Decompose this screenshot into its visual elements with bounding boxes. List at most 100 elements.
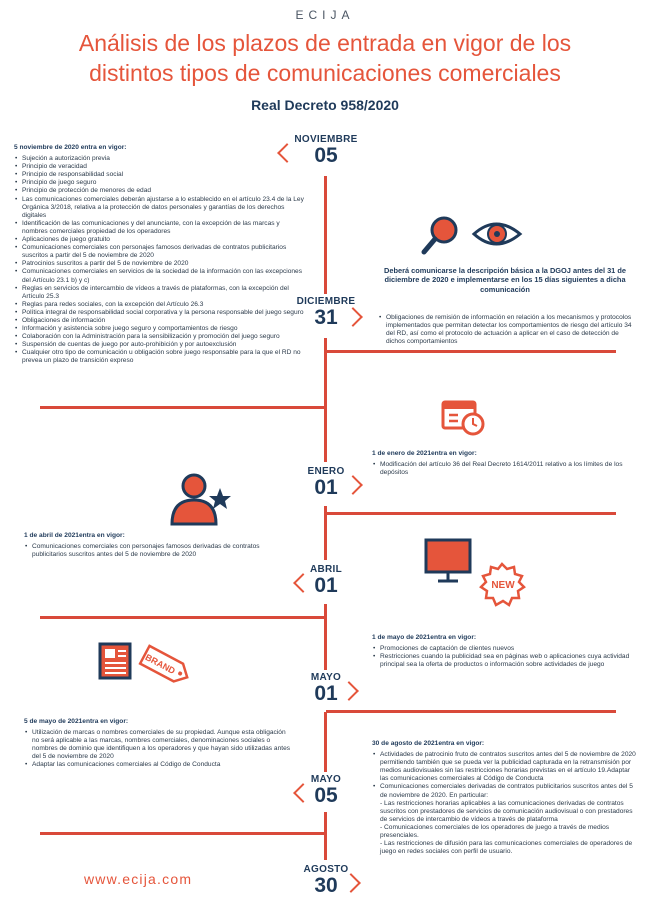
block-heading: 1 de abril de 2021entra en vigor: bbox=[24, 532, 125, 539]
sub-item: - Las restricciones horarias aplicables … bbox=[380, 799, 633, 823]
list-item: Comunicaciones comerciales derivadas de … bbox=[372, 783, 638, 799]
list-item: Actividades de patrocinio fruto de contr… bbox=[372, 751, 638, 783]
person-star-icon bbox=[170, 473, 231, 526]
brand-tag-icon: BRAND bbox=[138, 644, 189, 683]
timeline-branch bbox=[326, 512, 616, 515]
date-day: 31 bbox=[314, 306, 338, 329]
list-item: Restricciones cuando la publicidad sea e… bbox=[372, 653, 638, 669]
date-day: 05 bbox=[314, 784, 338, 807]
page-title: Análisis de los plazos de entrada en vig… bbox=[10, 28, 640, 88]
date-marker-may01: MAYO 01 bbox=[276, 672, 376, 705]
date-day: 01 bbox=[314, 682, 338, 705]
block-list: Comunicaciones comerciales con personaje… bbox=[24, 543, 290, 559]
date-month: ABRIL bbox=[309, 564, 343, 575]
sub-item: - Comunicaciones comerciales de los oper… bbox=[380, 823, 610, 840]
block-list: Modificación del artículo 36 del Real De… bbox=[372, 461, 638, 477]
list-item: Modificación del artículo 36 del Real De… bbox=[372, 461, 638, 477]
brand-logo: ECIJA bbox=[295, 8, 355, 22]
date-day: 01 bbox=[314, 476, 338, 499]
list-item: Obligaciones de remisión de información … bbox=[378, 314, 634, 346]
list-item: Reglas para redes sociales, con la excep… bbox=[14, 301, 304, 309]
timeline-branch bbox=[40, 406, 326, 409]
newspaper-icon: BRAND bbox=[98, 642, 189, 683]
dgoj-note: Deberá comunicarse la descripción básica… bbox=[384, 266, 626, 294]
block-may05: 5 de mayo de 2021entra en vigor: Utiliza… bbox=[24, 718, 292, 770]
date-day: 01 bbox=[314, 574, 338, 597]
timeline-segment bbox=[324, 604, 327, 670]
list-item: Principio de veracidad bbox=[14, 163, 304, 171]
list-item: Política integral de responsabilidad soc… bbox=[14, 309, 304, 317]
date-month: AGOSTO bbox=[303, 864, 349, 875]
list-item: Promociones de captación de clientes nue… bbox=[372, 645, 638, 653]
title-line-2: distintos tipos de comunicaciones comerc… bbox=[89, 60, 561, 86]
block-list: Utilización de marcas o nombres comercia… bbox=[24, 729, 292, 770]
block-jan01: 1 de enero de 2021entra en vigor: Modifi… bbox=[372, 450, 638, 477]
timeline-segment bbox=[324, 338, 327, 462]
date-marker-may05: MAYO 05 bbox=[276, 774, 376, 807]
timeline-branch bbox=[326, 350, 616, 353]
list-item: Cualquier otro tipo de comunicación u ob… bbox=[14, 349, 304, 365]
block-heading: 5 noviembre de 2020 entra en vigor: bbox=[14, 144, 127, 151]
date-month: DICIEMBRE bbox=[296, 296, 356, 307]
page-subtitle: Real Decreto 958/2020 bbox=[251, 97, 399, 113]
timeline-branch bbox=[40, 616, 326, 619]
date-day: 30 bbox=[314, 874, 338, 897]
list-item: Principio de protección de menores de ed… bbox=[14, 187, 304, 195]
block-apr01: 1 de abril de 2021entra en vigor: Comuni… bbox=[24, 532, 290, 559]
block-list: Promociones de captación de clientes nue… bbox=[372, 645, 638, 669]
magnifier-icon bbox=[421, 216, 523, 255]
new-badge-icon: NEW bbox=[479, 562, 526, 607]
title-line-1: Análisis de los plazos de entrada en vig… bbox=[78, 30, 572, 56]
block-heading: 5 de mayo de 2021entra en vigor: bbox=[24, 718, 129, 725]
timeline-segment bbox=[324, 812, 327, 860]
new-badge-text: NEW bbox=[491, 580, 515, 591]
date-marker-aug30: AGOSTO 30 bbox=[276, 864, 376, 897]
timeline-segment bbox=[324, 176, 327, 294]
block-may01: 1 de mayo de 2021entra en vigor: Promoci… bbox=[372, 634, 638, 669]
list-item: Identificación de las comunicaciones y d… bbox=[14, 220, 304, 236]
date-marker-nov05: NOVIEMBRE 05 bbox=[276, 134, 376, 167]
list-item: Obligaciones de información bbox=[14, 317, 304, 325]
list-item: Sujeción a autorización previa bbox=[14, 155, 304, 163]
list-item: Colaboración con la Administración para … bbox=[14, 333, 304, 341]
list-item: Principio de juego seguro bbox=[14, 179, 304, 187]
list-item: Reglas en servicios de intercambio de ví… bbox=[14, 285, 304, 301]
block-heading: 30 de agosto de 2021entra en vigor: bbox=[372, 740, 485, 747]
block-heading: 1 de mayo de 2021entra en vigor: bbox=[372, 634, 477, 641]
list-item: Información y asistencia sobre juego seg… bbox=[14, 325, 304, 333]
date-month: NOVIEMBRE bbox=[294, 134, 358, 145]
monitor-icon: NEW bbox=[424, 538, 526, 607]
block-nov05: 5 noviembre de 2020 entra en vigor: Suje… bbox=[14, 144, 304, 366]
date-month: ENERO bbox=[307, 466, 345, 477]
list-item: Comunicaciones comerciales con personaje… bbox=[24, 543, 290, 559]
timeline-branch bbox=[40, 832, 326, 835]
block-list: Sujeción a autorización previa Principio… bbox=[14, 155, 304, 365]
timeline-segment bbox=[324, 506, 327, 560]
date-day: 05 bbox=[314, 144, 338, 167]
list-item: Aplicaciones de juego gratuito bbox=[14, 236, 304, 244]
date-month: MAYO bbox=[310, 672, 342, 683]
footer-website-link[interactable]: www.ecija.com bbox=[84, 871, 193, 887]
timeline-branch bbox=[326, 710, 616, 713]
timeline-segment bbox=[324, 712, 327, 772]
list-item: Comunicaciones comerciales con personaje… bbox=[14, 244, 304, 260]
list-item: Patrocinios suscritos a partir del 5 de … bbox=[14, 260, 304, 268]
eye-icon bbox=[471, 222, 523, 246]
block-aug30: 30 de agosto de 2021entra en vigor: Acti… bbox=[372, 740, 638, 856]
list-item: Utilización de marcas o nombres comercia… bbox=[24, 729, 292, 761]
block-list: Actividades de patrocinio fruto de contr… bbox=[372, 751, 638, 800]
date-marker-dec31: DICIEMBRE 31 bbox=[276, 296, 376, 329]
calendar-clock-icon bbox=[441, 400, 485, 436]
block-list: Obligaciones de remisión de información … bbox=[378, 314, 634, 346]
date-marker-apr01: ABRIL 01 bbox=[276, 564, 376, 597]
list-item: Las comunicaciones comerciales deberán a… bbox=[14, 196, 304, 220]
block-dec31: Obligaciones de remisión de información … bbox=[378, 314, 634, 346]
sub-item: - Las restricciones de difusión para las… bbox=[380, 840, 633, 856]
date-marker-jan01: ENERO 01 bbox=[276, 466, 376, 499]
list-item: Principio de responsabilidad social bbox=[14, 171, 304, 179]
list-item: Adaptar las comunicaciones comerciales a… bbox=[24, 761, 292, 769]
list-item: Suspensión de cuentas de juego por auto-… bbox=[14, 341, 304, 349]
list-item: Comunicaciones comerciales en servicios … bbox=[14, 268, 304, 284]
block-heading: 1 de enero de 2021entra en vigor: bbox=[372, 450, 477, 457]
date-month: MAYO bbox=[310, 774, 342, 785]
